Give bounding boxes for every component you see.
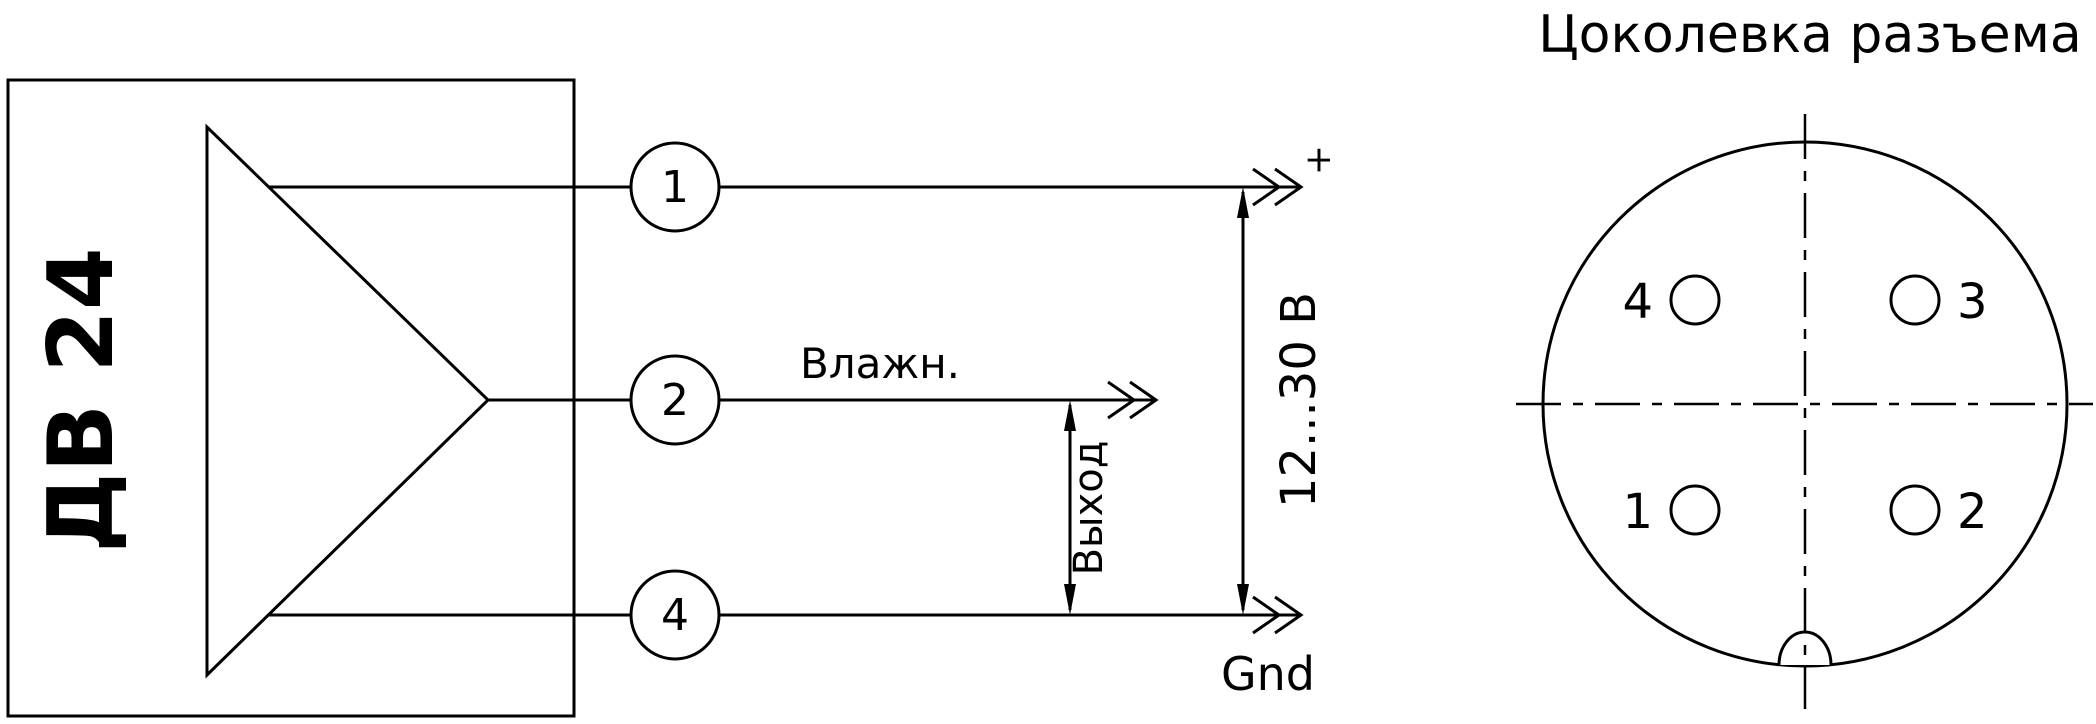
chevron-icon [1129,380,1159,420]
arrow-down-icon [1064,584,1076,615]
chevron-icon [1107,380,1137,420]
voltage-dimension: 12...30 В [1237,187,1327,615]
chevron-icon [1252,167,1282,207]
ground-label: Gnd [1221,647,1315,701]
terminals: 1 2 4 [629,141,721,661]
pin-label-2: 2 [1957,484,1988,540]
pin-label-3: 3 [1957,274,1988,330]
arrow-up-icon [1064,400,1076,431]
chevron-icon [1274,167,1304,207]
voltage-range-label: 12...30 В [1271,292,1327,508]
pin-hole-1 [1669,484,1721,536]
terminal-number-2: 2 [661,375,689,426]
wire-labels: Влажн. + Gnd [800,145,1339,701]
device-body-outline [6,78,576,718]
pin-label-4: 4 [1622,274,1653,330]
output-dimension: Выход [1064,400,1112,615]
chevron-icon [1252,595,1282,635]
sensor-device: ДВ 24 [6,78,576,718]
plus-label: + [1298,145,1339,175]
chevron-icon [1274,595,1304,635]
output-label: Выход [1066,441,1112,576]
pinout-title: Цоколевка разъема [1538,5,2081,65]
terminal-number-1: 1 [661,162,689,213]
arrow-down-icon [1237,584,1249,615]
pin-hole-3 [1889,274,1941,326]
sensor-triangle-symbol [205,123,491,679]
pin-hole-2 [1889,484,1941,536]
terminal-number-4: 4 [661,590,689,641]
connector-pinout: Цоколевка разъема 4 3 1 2 [1516,5,2093,709]
pin-hole-4 [1669,274,1721,326]
terminal-circle-1 [629,141,721,233]
terminal-circle-4 [629,569,721,661]
arrow-up-icon [1237,187,1249,218]
terminal-circle-2 [629,354,721,446]
signal-label: Влажн. [800,339,960,388]
pin-label-1: 1 [1622,484,1653,540]
device-label: ДВ 24 [29,247,134,552]
wires [268,185,1301,617]
wire-end-chevrons [1107,167,1304,635]
